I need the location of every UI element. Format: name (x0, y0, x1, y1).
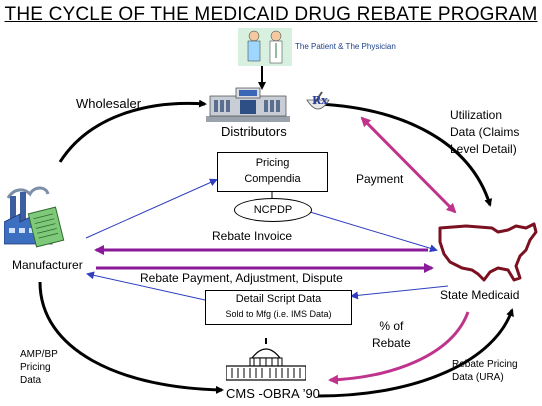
manufacturer-to-compendia-arrow (85, 178, 218, 239)
page-title: THE CYCLE OF THE MEDICAID DRUG REBATE PR… (4, 4, 538, 25)
utilization-data-label: Utilization Data (Claims Level Detail) (450, 108, 520, 156)
payment-label: Payment (356, 172, 404, 186)
svg-text:Rx: Rx (312, 94, 328, 107)
payment-arrow (360, 116, 457, 214)
amp-bp-arrow (38, 281, 224, 394)
amp-bp-label: AMP/BP Pricing Data (20, 349, 58, 386)
state-medicaid-label: State Medicaid (440, 288, 520, 302)
wholesaler-arrow (58, 99, 207, 163)
cms-label: CMS -OBRA ’90 (226, 386, 320, 401)
patient-physician-icon (238, 28, 292, 66)
detail-script-box: Detail Script Data Sold to Mfg (i.e. IMS… (205, 290, 352, 325)
medicaid-to-script-arrow (350, 285, 449, 300)
manufacturer-factory-icon (4, 186, 65, 248)
pct-rebate-label: % of Rebate (372, 319, 411, 350)
pharmacy-rx-icon: Rx (306, 91, 330, 110)
rebate-pricing-arrow (317, 308, 514, 398)
rebate-invoice-label: Rebate Invoice (212, 229, 293, 243)
distributors-building-icon (206, 87, 290, 122)
ncpdp-ellipse: NCPDP (234, 198, 312, 222)
us-map-icon (438, 222, 538, 282)
capitol-building-icon (226, 338, 306, 381)
manufacturer-label: Manufacturer (12, 258, 83, 272)
ncpdp-to-medicaid-arrow (309, 211, 438, 253)
patient-physician-label: The Patient & The Physician (295, 42, 396, 51)
pct-rebate-arrow (328, 311, 470, 385)
distributors-label: Distributors (221, 124, 287, 139)
rebate-pricing-label: Rebate Pricing Data (URA) (452, 359, 518, 383)
script-to-manufacturer-arrow (86, 271, 206, 301)
pricing-compendia-box: Pricing Compendia (217, 152, 328, 192)
wholesaler-label: Wholesaler (76, 96, 142, 111)
rebate-payment-label: Rebate Payment, Adjustment, Dispute (140, 271, 343, 285)
